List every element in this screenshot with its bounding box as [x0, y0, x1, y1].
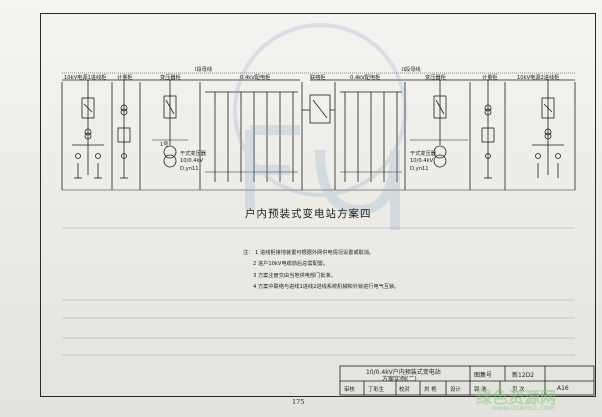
page-label: 页 次: [512, 387, 525, 393]
label-metering-1: 计量柜: [117, 75, 133, 81]
note-1: 1 进线柜接地装置可根据外网供电情况设置或取消。: [255, 250, 375, 256]
design-label: 设计: [450, 387, 461, 393]
label-busbar-1: I段母线: [195, 67, 213, 73]
t2-group: D,yn11: [410, 166, 429, 172]
label-busbar-2: II段母线: [402, 67, 421, 73]
t1-mark: 1号: [160, 142, 169, 148]
label-incoming-1: 10kV电源1进线柜: [64, 75, 107, 81]
t2-label: 干式变压器: [410, 151, 436, 157]
drawing-title-line1: 10/0.4kV户内预装式变电站: [366, 369, 441, 376]
scheme-title: 户内预装式变电站方案四: [245, 208, 372, 220]
label-metering-2: 计量柜: [482, 75, 498, 81]
review-label: 审核: [344, 387, 355, 393]
page-number: 175: [292, 398, 305, 406]
drawing-frame: [40, 13, 596, 397]
sheet-code: A16: [557, 385, 569, 392]
label-transformer-2: 变压器柜: [425, 75, 446, 81]
drawing-title-line2: 方案实例(二): [382, 376, 417, 383]
atlas-no: 新12D2: [512, 372, 535, 379]
watermark-url: www.downcc.com: [492, 404, 555, 412]
label-transformer-1: 变压器柜: [160, 75, 181, 81]
note-3: 3 方案注册交由当地供电部门批准。: [253, 272, 336, 279]
t1-label: 干式变压器: [180, 151, 206, 157]
t2-spec: 10/0.4kV: [410, 158, 434, 164]
check-name: 刘 艳: [424, 387, 437, 393]
notes-heading: 注：: [243, 250, 254, 256]
label-lv-panel-1: 0.4kV配电柜: [240, 75, 271, 81]
label-incoming-2: 10kV电源2进线柜: [517, 75, 560, 81]
watermark-text: 绿色资源网: [476, 388, 557, 407]
atlas-no-label: 图集号: [474, 372, 493, 379]
notes-block: 注： 1 进线柜接地装置可根据外网供电情况设置或取消。 2 进户10kV电缆前后…: [243, 248, 399, 294]
label-lv-panel-2: 0.4kV配电柜: [350, 75, 381, 81]
review-name: 丁彩生: [368, 387, 385, 393]
t1-spec: 10/0.4kV: [180, 158, 204, 164]
check-label: 校对: [399, 387, 410, 393]
t1-group: D,yn11: [180, 166, 199, 172]
note-4: 4 方案中联络与进线1进线2进线系统机械和外锁进行电气互锁。: [253, 284, 400, 291]
label-busbar-tie: 联络柜: [310, 75, 326, 81]
note-2: 2 进户10kV电缆前后总需配置。: [253, 261, 329, 268]
watermark-emblem: [233, 23, 407, 230]
design-name: 郭 浩: [474, 387, 487, 393]
notes-heading-line: 注： 1 进线柜接地装置可根据外网供电情况设置或取消。: [243, 248, 399, 259]
